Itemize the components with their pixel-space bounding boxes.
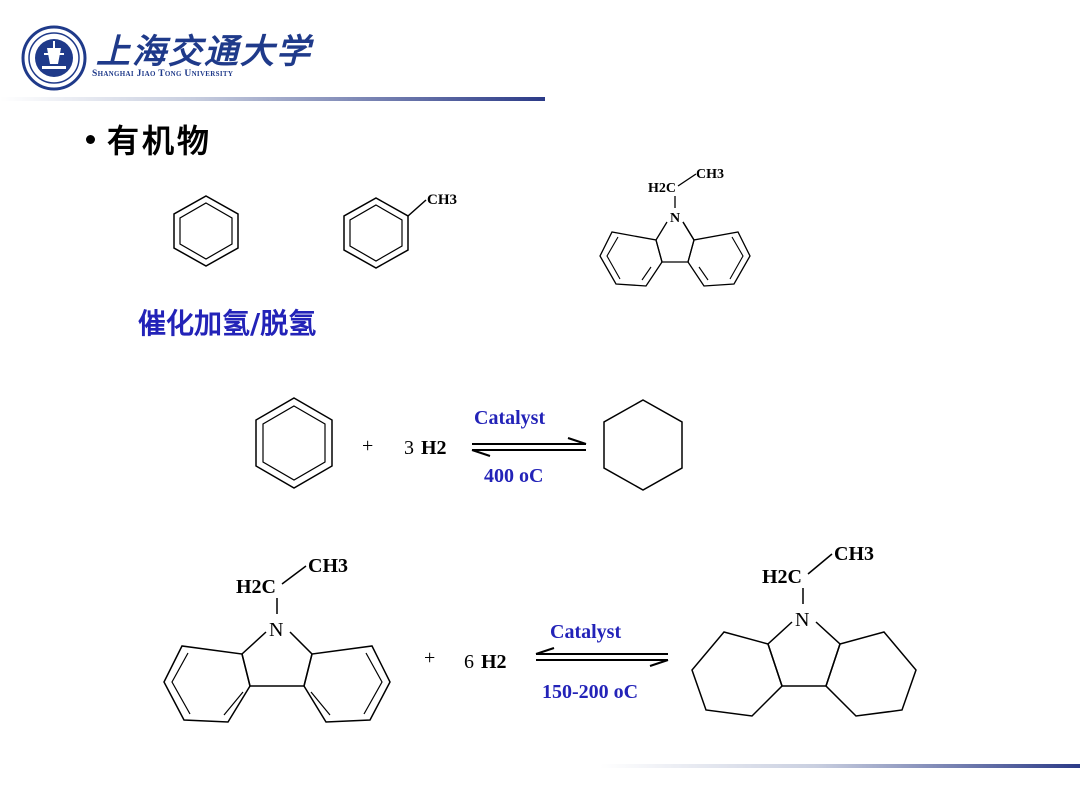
university-name-en: Shanghai Jiao Tong University xyxy=(92,69,234,79)
reaction1-benzene xyxy=(255,397,333,489)
reaction-1: + 3 H2 Catalyst 400 oC xyxy=(255,397,683,491)
r2-left-ch3-label: CH3 xyxy=(308,555,348,577)
reaction2-condition: 150-200 oC xyxy=(542,681,638,703)
university-name-cn: 上海交通大学 xyxy=(96,32,312,72)
bullet-title: 有机物 xyxy=(107,122,213,160)
header-divider xyxy=(0,97,545,101)
reaction1-cyclohexane xyxy=(603,399,683,491)
r2-left-h2c-label: H2C xyxy=(236,576,276,598)
reaction2-coefficient: 6 xyxy=(464,651,474,673)
toluene-methyl-label: CH3 xyxy=(427,192,457,208)
molecule-toluene: CH3 xyxy=(343,192,457,269)
reaction1-catalyst: Catalyst xyxy=(474,407,545,429)
bullet-dot xyxy=(86,134,95,144)
reaction1-condition: 400 oC xyxy=(484,465,543,487)
small-n-label: N xyxy=(670,211,680,226)
university-seal-icon xyxy=(21,25,87,91)
footer-divider xyxy=(600,764,1080,768)
reaction2-plus: + xyxy=(424,647,435,669)
molecule-ethylcarbazole-small: H2C CH3 N xyxy=(599,167,751,287)
reaction1-plus: + xyxy=(362,435,373,457)
reaction2-ethylcarbazole: H2C CH3 N xyxy=(163,555,391,723)
reaction2-catalyst: Catalyst xyxy=(550,621,621,643)
section-subtitle: 催化加氢/脱氢 xyxy=(138,307,317,340)
molecule-benzene xyxy=(173,195,239,267)
small-h2c-label: H2C xyxy=(648,181,676,196)
r2-left-n-label: N xyxy=(269,619,283,641)
bullet-item: 有机物 xyxy=(86,116,212,162)
reaction2-perhydro-ethylcarbazole: H2C CH3 N xyxy=(691,543,917,717)
r2-right-n-label: N xyxy=(795,609,809,631)
r2-right-ch3-label: CH3 xyxy=(834,543,874,565)
r2-right-h2c-label: H2C xyxy=(762,566,802,588)
reaction-2: H2C CH3 N + 6 H2 Catalyst 150-200 oC H2C… xyxy=(163,543,917,723)
reaction1-coefficient: 3 xyxy=(404,437,414,459)
reaction1-reagent: H2 xyxy=(421,437,447,459)
reaction2-reagent: H2 xyxy=(481,651,507,673)
small-ch3-label: CH3 xyxy=(696,167,724,182)
